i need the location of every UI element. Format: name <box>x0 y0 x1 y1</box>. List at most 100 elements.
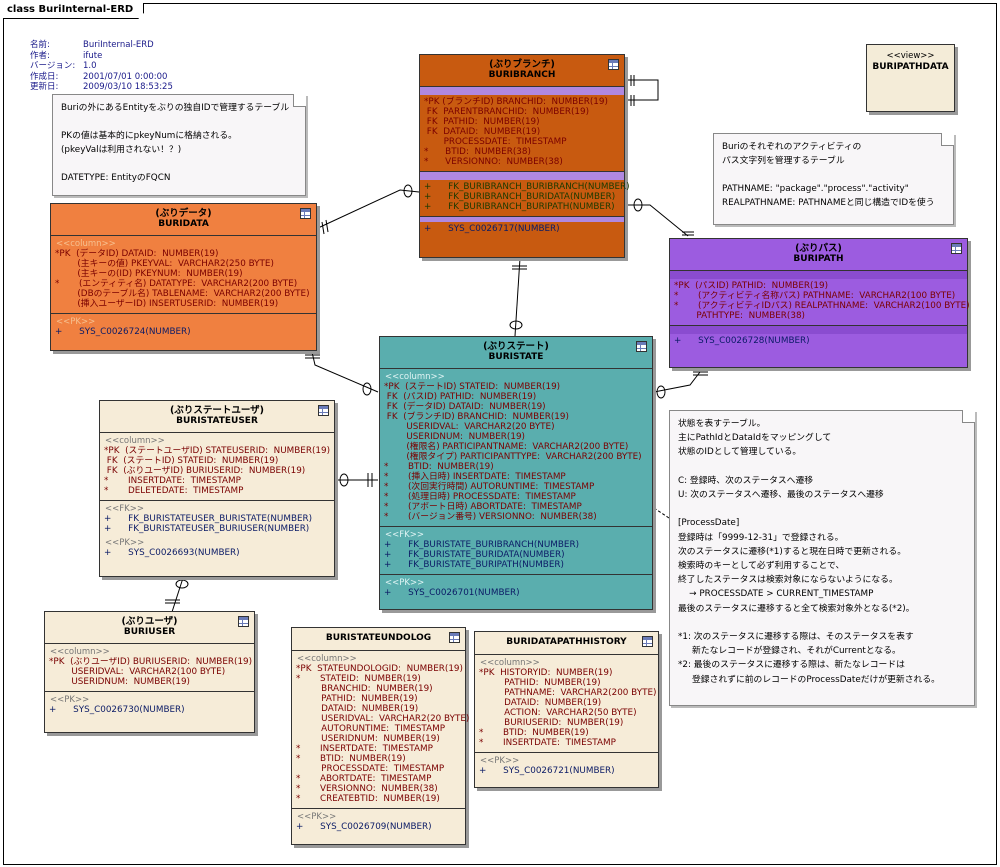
column-row: * BTID: NUMBER(19) <box>296 754 406 764</box>
pk-section: <<PK>> + SYS_C0026709(NUMBER) <box>292 808 465 836</box>
fk-row: + FK_BURISTATE_BURIPATH(NUMBER) <box>384 560 564 570</box>
entity-buridatapathhistory[interactable]: BURIDATAPATHHISTORY <<column>> *PK HISTO… <box>474 631 659 788</box>
stereotype-label: <<PK>> <box>56 317 96 327</box>
column-row: * VERSIONNO: NUMBER(38) <box>296 784 438 794</box>
column-row: * (処理日時) PROCESSDATE: TIMESTAMP <box>384 492 576 502</box>
entity-name: BURIUSER <box>123 627 176 637</box>
note-line: U: 次のステータスへ遷移、最後のステータスへ遷移 <box>678 490 884 501</box>
column-row: * (エンティティ名) DATATYPE: VARCHAR2(200 BYTE) <box>55 279 298 289</box>
meta-row: 名前:BuriInternal-ERD <box>30 40 173 51</box>
pk-row: + SYS_C0026730(NUMBER) <box>49 705 185 715</box>
column-row: (権限名) PARTICIPANTNAME: VARCHAR2(200 BYTE… <box>384 442 629 452</box>
table-icon <box>951 243 962 254</box>
column-row: (権限タイプ) PARTICIPANTTYPE: VARCHAR2(200 BY… <box>384 452 642 462</box>
column-row: ACTION: VARCHAR2(50 BYTE) <box>479 708 637 718</box>
entity-jp-name: (ぶりブランチ) <box>489 59 555 70</box>
stereotype-label: <<column>> <box>297 654 357 664</box>
column-row: * (アクティビティ名称パス) PATHNAME: VARCHAR2(100 B… <box>674 291 956 301</box>
column-row: * DELETEDATE: TIMESTAMP <box>104 486 244 496</box>
column-row: *PK (パスID) PATHID: NUMBER(19) <box>674 281 829 291</box>
entity-buristateuser[interactable]: (ぶりステートユーザ) BURISTATEUSER <<column>> *PK… <box>99 400 335 577</box>
columns-section: <<column>> *PK STATEUNDOLOGID: NUMBER(19… <box>292 650 470 808</box>
column-row: *PK (データID) DATAID: NUMBER(19) <box>55 249 219 259</box>
column-row: * INSERTDATE: TIMESTAMP <box>479 738 616 748</box>
entity-jp-name: (ぶりユーザ) <box>121 616 178 627</box>
columns-section: *PK (パスID) PATHID: NUMBER(19)* (アクティビティ名… <box>670 270 970 325</box>
entity-buristateundolog[interactable]: BURISTATEUNDOLOG <<column>> *PK STATEUND… <box>291 627 470 845</box>
pk-section: <<PK>> + SYS_C0026693(NUMBER) <box>100 538 334 562</box>
column-row: * INSERTDATE: TIMESTAMP <box>296 744 433 754</box>
view-stereotype: <<view>> <box>886 51 935 61</box>
fk-section: + FK_BURIBRANCH_BURIBRANCH(NUMBER)+ FK_B… <box>420 171 630 216</box>
column-row: *PK (ステートID) STATEID: NUMBER(19) <box>384 382 561 392</box>
meta-value: BuriInternal-ERD <box>83 40 154 50</box>
link-buridata-buribranch <box>317 189 420 229</box>
columns-section: <<column>> *PK (データID) DATAID: NUMBER(19… <box>51 235 316 313</box>
entity-buriuser[interactable]: (ぶりユーザ) BURIUSER <<column>> *PK (ぶりユーザID… <box>44 611 255 733</box>
column-row: USERIDVAL: VARCHAR2(100 BYTE) <box>49 667 226 677</box>
fk-row: + FK_BURISTATEUSER_BURISTATE(NUMBER) <box>104 514 313 524</box>
entity-jp-name: (ぶりステート) <box>483 341 549 352</box>
meta-key: 更新日: <box>30 82 59 92</box>
view-buripathdata[interactable]: <<view>> BURIPATHDATA <box>866 44 955 112</box>
note-line <box>61 115 297 129</box>
column-row: USERIDVAL: VARCHAR2(20 BYTE) <box>296 714 470 724</box>
note-line: 検索時のキーとして必ず利用することで、 <box>678 561 845 572</box>
column-row: PATHTYPE: NUMBER(38) <box>674 311 805 321</box>
pk-section: <<PK>> + SYS_C0026730(NUMBER) <box>45 691 254 719</box>
stereotype-label: <<FK>> <box>385 530 424 540</box>
note-line: Buriの外にあるEntityをぶりの独自IDで管理するテーブル <box>61 103 290 113</box>
note-line: REALPATHNAME: PATHNAMEと同じ構造でIDを使う <box>722 198 935 208</box>
pk-section: <<PK>> + SYS_C0026721(NUMBER) <box>475 752 658 780</box>
note-line: 状態のIDとして管理している。 <box>678 447 802 458</box>
fk-row: + FK_BURISTATEUSER_BURIUSER(NUMBER) <box>104 524 310 534</box>
pk-section: + SYS_C0026728(NUMBER) <box>670 325 967 350</box>
entity-header: (ぶりステート) BURISTATE <box>380 337 652 368</box>
entity-name: BURISTATE <box>488 352 544 362</box>
entity-name: BURIDATA <box>158 219 209 229</box>
column-row: (DBのテーブル名) TABLENAME: VARCHAR2(200 BYTE) <box>55 289 310 299</box>
column-row: AUTORUNTIME: TIMESTAMP <box>296 724 446 734</box>
column-row: FK (データID) DATAID: NUMBER(19) <box>384 402 546 412</box>
note-line: 状態を表すテーブル。 <box>678 419 766 429</box>
note-line: 登録されずに前のレコードのProcessDateだけが更新される。 <box>678 674 940 685</box>
meta-row: 作者:ifute <box>30 51 173 62</box>
column-row: * CREATEBTID: NUMBER(19) <box>296 794 440 804</box>
columns-section: *PK (ブランチID) BRANCHID: NUMBER(19) FK PAR… <box>420 86 624 171</box>
stereotype-band <box>670 271 967 279</box>
pk-row: + SYS_C0026717(NUMBER) <box>424 224 560 234</box>
pk-row: + SYS_C0026728(NUMBER) <box>674 336 810 346</box>
meta-row: バージョン:1.0 <box>30 61 173 72</box>
column-row: * (次回実行時間) AUTORUNTIME: TIMESTAMP <box>384 482 595 492</box>
entity-header: (ぶりブランチ) BURIBRANCH <box>420 55 624 86</box>
column-row: PATHID: NUMBER(19) <box>296 694 418 704</box>
entity-buristate[interactable]: (ぶりステート) BURISTATE <<column>> *PK (ステートI… <box>379 336 653 610</box>
note-connector-buristate <box>653 507 670 519</box>
note-line: *1: 次のステータスに遷移する際は、そのステータスを表す <box>678 632 914 643</box>
note-line: (pkeyValは利用されない！？) <box>61 145 182 155</box>
columns-section: <<column>> *PK (ステートユーザID) STATEUSERID: … <box>100 432 334 500</box>
entity-buripath[interactable]: (ぶりパス) BURIPATH *PK (パスID) PATHID: NUMBE… <box>669 238 970 368</box>
stereotype-label: <<FK>> <box>105 504 144 514</box>
note-line <box>722 168 945 182</box>
table-icon <box>636 341 647 352</box>
column-row: * (バージョン番号) VERSIONNO: NUMBER(38) <box>384 512 597 522</box>
column-row: * BTID: NUMBER(19) <box>384 462 494 472</box>
note-buripath: Buriのそれぞれのアクティビティのパス文字列を管理するテーブル PATHNAM… <box>713 133 954 225</box>
column-row: *PK HISTORYID: NUMBER(19) <box>479 668 613 678</box>
note-buridata: Buriの外にあるEntityをぶりの独自IDで管理するテーブル PKの値は基本… <box>52 94 306 196</box>
pk-section: + SYS_C0026717(NUMBER) <box>420 216 624 238</box>
column-row: FK PATHID: NUMBER(19) <box>424 117 540 127</box>
note-line: 登録時は「9999-12-31」で登録される。 <box>678 532 844 543</box>
column-row: * (アボート日時) ABORTDATE: TIMESTAMP <box>384 502 582 512</box>
meta-value: ifute <box>83 50 103 61</box>
note-line <box>61 157 297 171</box>
entity-buridata[interactable]: (ぶりデータ) BURIDATA <<column>> *PK (データID) … <box>50 203 317 351</box>
table-icon <box>300 208 311 219</box>
link-buripath-buristate <box>653 371 701 393</box>
entity-name: BURISTATEUNDOLOG <box>325 633 432 643</box>
entity-buribranch[interactable]: (ぶりブランチ) BURIBRANCH *PK (ブランチID) BRANCHI… <box>419 54 630 258</box>
entity-jp-name: (ぶりデータ) <box>155 208 212 219</box>
